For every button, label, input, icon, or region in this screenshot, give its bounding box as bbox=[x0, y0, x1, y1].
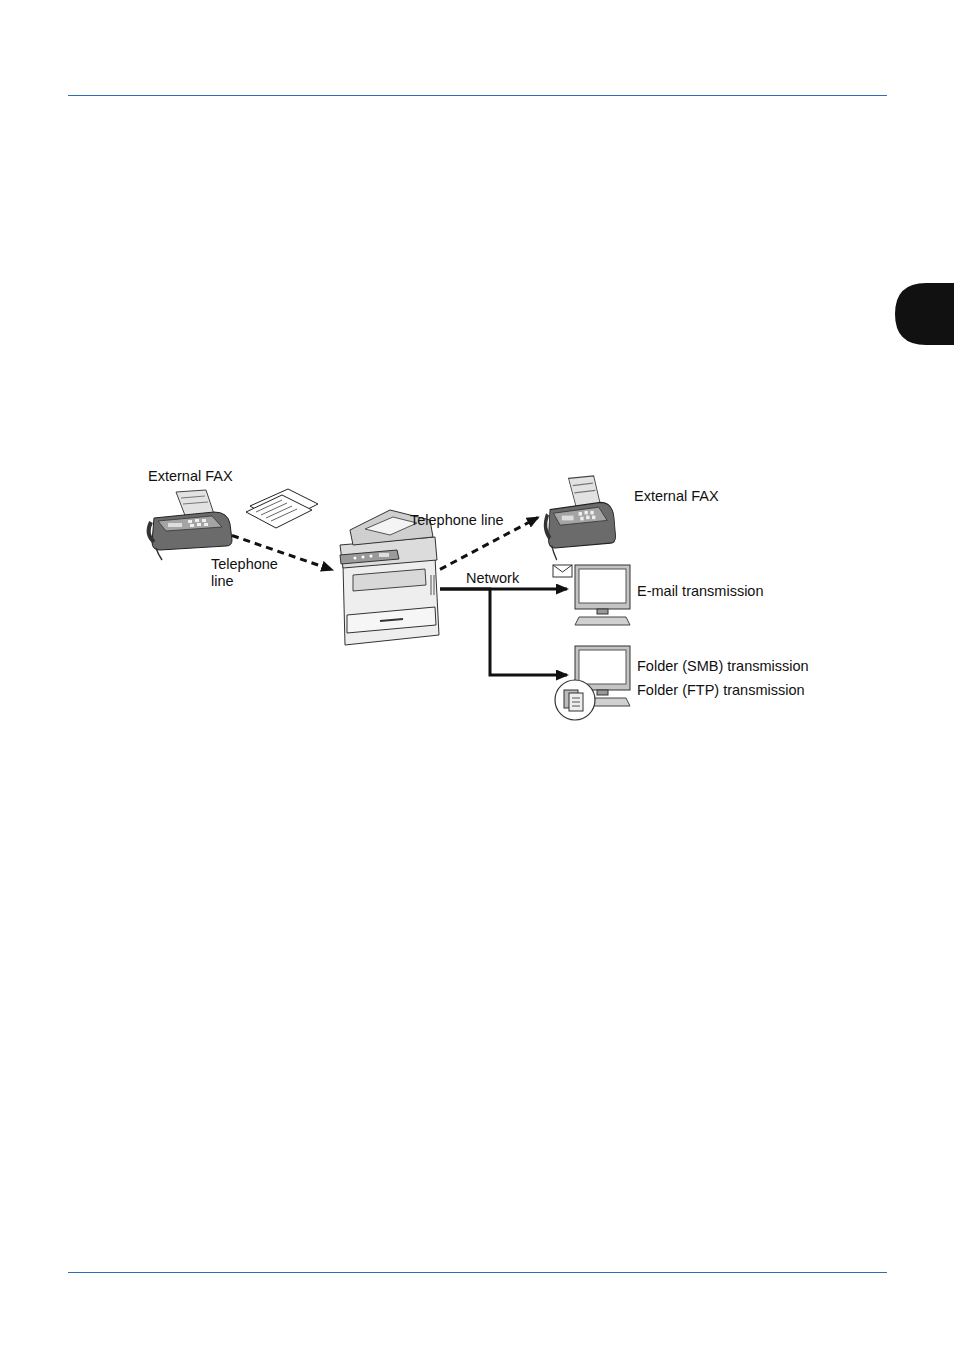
device-label: Folder (SMB) transmission bbox=[637, 658, 809, 675]
computer-icon bbox=[575, 565, 630, 625]
device-label: External FAX bbox=[148, 468, 233, 485]
fax-icon bbox=[149, 490, 232, 560]
icon-area bbox=[148, 490, 232, 560]
fax-device: External FAX bbox=[540, 474, 730, 564]
connector-label: Network bbox=[466, 570, 519, 587]
fax-icon bbox=[546, 476, 616, 560]
network-line bbox=[440, 589, 567, 675]
device-label: E-mail transmission bbox=[637, 583, 764, 600]
connector-label: Telephone line bbox=[211, 556, 283, 590]
icon-area bbox=[575, 648, 630, 705]
email-destination: E-mail transmission bbox=[550, 560, 780, 630]
device-label: External FAX bbox=[634, 488, 719, 505]
footer-rule bbox=[68, 1272, 887, 1273]
icon-area bbox=[545, 476, 615, 560]
mfp-illustration bbox=[340, 510, 439, 645]
folder-icon bbox=[555, 680, 595, 720]
folder-destination: Folder (SMB) transmissionFolder (FTP) tr… bbox=[550, 643, 815, 723]
document-icon bbox=[246, 489, 318, 528]
header-rule bbox=[68, 95, 887, 96]
envelope-icon bbox=[553, 565, 572, 577]
fax-device: External FAX bbox=[140, 466, 240, 562]
connector-label: Telephone line bbox=[410, 512, 504, 529]
icon-area bbox=[575, 565, 630, 625]
chapter-tab bbox=[895, 283, 954, 345]
device-label: Folder (FTP) transmission bbox=[637, 682, 805, 699]
